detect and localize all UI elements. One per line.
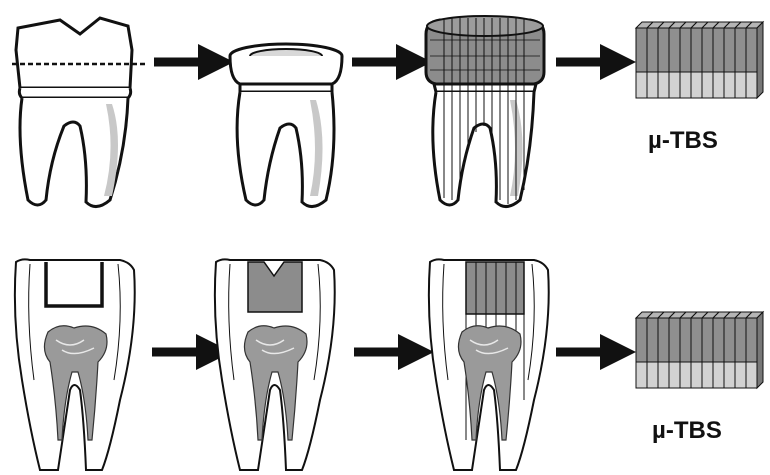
restored-cavity-tooth-icon [215,259,335,470]
mu-tbs-label-bottom: µ-TBS [652,417,722,444]
microtensile-sticks-icon [636,312,763,388]
sectioned-cavity-tooth-icon [429,259,549,470]
cavity-prepared-tooth-icon [15,259,135,470]
microtensile-sticks-icon [636,22,763,98]
intact-molar-tooth-icon [12,18,146,207]
mu-tbs-label-top: µ-TBS [648,127,718,154]
flattened-crown-tooth-icon [230,44,342,207]
stick-row-side [757,312,763,388]
sectioned-restored-tooth-icon [426,16,544,207]
stick-row-side [757,22,763,98]
